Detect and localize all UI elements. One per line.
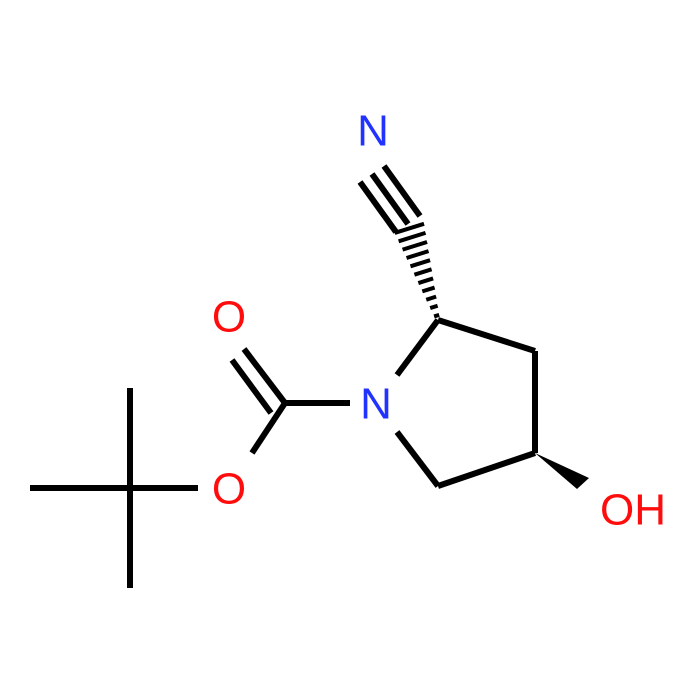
hash-stripe	[401, 240, 428, 252]
carbonyl-oxygen-label: O	[212, 293, 246, 342]
bond-c4-c5	[437, 450, 536, 489]
hash-stripe	[394, 221, 425, 235]
hash-stripe	[429, 303, 439, 310]
hash-stripe	[405, 249, 430, 260]
hashed-wedge-bond	[394, 221, 440, 319]
ester-oxygen-label: O	[212, 465, 246, 514]
bond-triple-1	[369, 172, 411, 226]
hash-stripe	[417, 276, 434, 285]
bond-ester-o-carbonyl-c	[249, 401, 288, 455]
bold-wedge-bond	[535, 453, 589, 489]
bond-carbonyl-double-1	[241, 347, 288, 405]
hash-stripe	[421, 285, 436, 294]
ring-nitrogen-label: N	[360, 380, 392, 429]
nitrile-nitrogen-label: N	[357, 107, 389, 156]
hash-stripe	[398, 230, 427, 244]
hash-stripe	[409, 258, 431, 269]
hydroxyl-label: OH	[600, 486, 666, 535]
hash-stripe	[413, 267, 433, 277]
bond-triple-2	[381, 164, 423, 218]
bond-ring-n-c2	[394, 318, 441, 377]
bond-triple-3	[357, 180, 399, 234]
bond-c5-ring-n	[394, 430, 441, 488]
hash-stripe	[433, 312, 440, 319]
bond-c2-c3	[437, 317, 536, 354]
hash-stripe	[425, 294, 437, 302]
bond-carbonyl-double-2	[229, 358, 274, 415]
